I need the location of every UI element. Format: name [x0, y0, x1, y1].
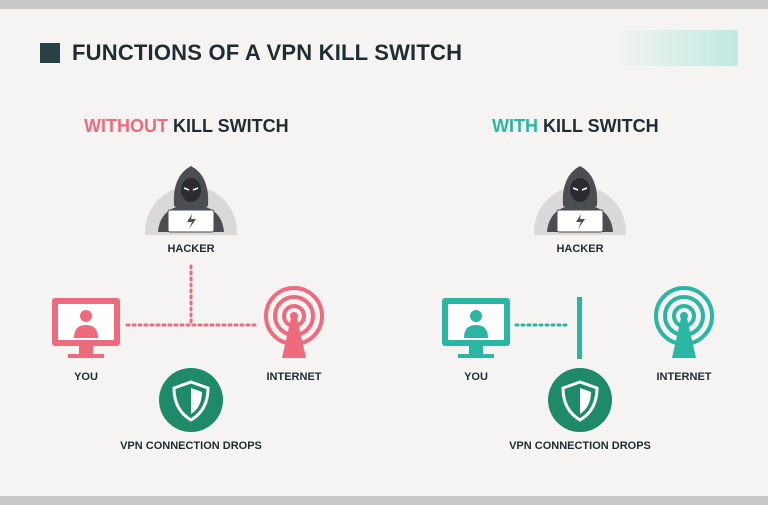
- right-hacker-icon: [534, 166, 626, 235]
- left-internet-tower-icon: [264, 286, 324, 358]
- right-vpn-label: VPN CONNECTION DROPS: [509, 440, 651, 452]
- right-heading-rest: KILL SWITCH: [537, 116, 659, 136]
- page-title: FUNCTIONS OF A VPN KILL SWITCH: [72, 40, 463, 65]
- left-hacker-label: HACKER: [167, 243, 215, 255]
- left-shield-icon: [159, 368, 223, 432]
- title-square-icon: [40, 43, 60, 63]
- right-internet-tower-icon: [654, 286, 714, 358]
- top-band: [0, 0, 768, 9]
- page-header: FUNCTIONS OF A VPN KILL SWITCH: [40, 40, 462, 66]
- left-you-label: YOU: [74, 371, 98, 383]
- right-heading-highlight: WITH: [492, 116, 538, 136]
- left-panel-heading: WITHOUT KILL SWITCH: [84, 116, 289, 137]
- right-internet-label: INTERNET: [656, 371, 712, 383]
- right-shield-icon: [548, 368, 612, 432]
- right-hacker-label: HACKER: [556, 243, 604, 255]
- left-hacker-icon: [145, 166, 237, 235]
- right-computer-user-icon: [442, 298, 510, 358]
- left-heading-rest: KILL SWITCH: [167, 116, 289, 136]
- left-internet-label: INTERNET: [266, 371, 322, 383]
- watermark-logo: [622, 30, 738, 66]
- left-computer-user-icon: [52, 298, 120, 358]
- bottom-band: [0, 496, 768, 505]
- kill-switch-barrier: [577, 297, 582, 359]
- left-heading-highlight: WITHOUT: [84, 116, 168, 136]
- left-vpn-label: VPN CONNECTION DROPS: [120, 440, 262, 452]
- right-you-label: YOU: [464, 371, 488, 383]
- right-panel-heading: WITH KILL SWITCH: [492, 116, 659, 137]
